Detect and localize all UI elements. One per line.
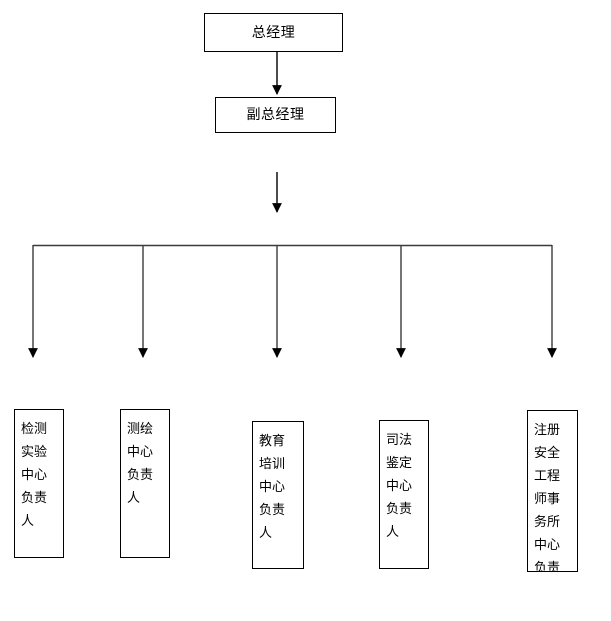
node-deputy-general-manager[interactable]: 副总经理 [215,97,336,133]
node-education-training-center-label: 教育培训中心负责人 [259,434,286,541]
node-surveying-mapping-center-label: 测绘中心负责人 [127,422,154,506]
node-surveying-mapping-center[interactable]: 测绘中心负责人 [120,409,170,558]
node-judicial-appraisal-center-label: 司法鉴定中心负责人 [386,433,413,540]
node-testing-lab-center-label: 检测实验中心负责人 [21,422,48,529]
node-testing-lab-center[interactable]: 检测实验中心负责人 [14,409,64,558]
node-registered-safety-engineer-office[interactable]: 注册安全工程师事务所中心负责人 [527,410,578,572]
node-deputy-general-manager-label: 副总经理 [246,107,305,123]
node-registered-safety-engineer-office-label: 注册安全工程师事务所中心负责人 [534,423,561,572]
node-education-training-center[interactable]: 教育培训中心负责人 [252,421,304,569]
node-general-manager-label: 总经理 [251,24,296,41]
node-judicial-appraisal-center[interactable]: 司法鉴定中心负责人 [379,420,429,569]
node-general-manager[interactable]: 总经理 [204,13,343,52]
